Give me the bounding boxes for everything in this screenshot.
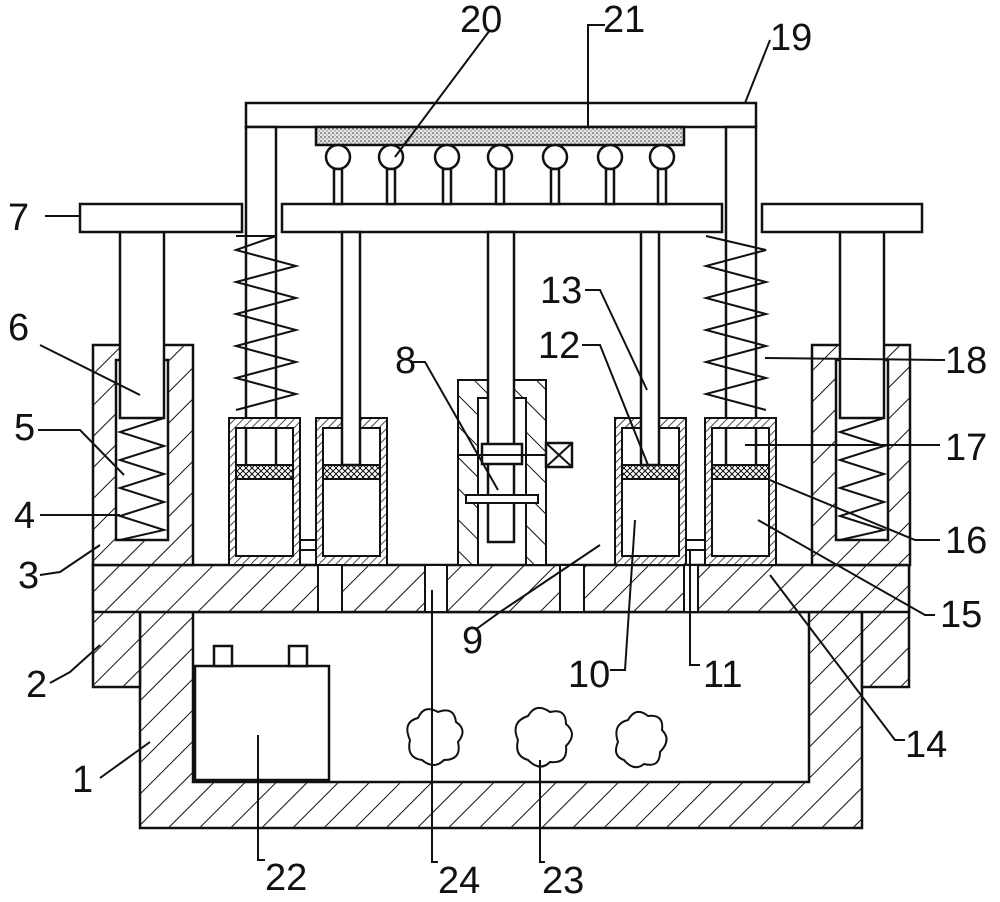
label-1: 1 [72,759,93,801]
label-5: 5 [14,407,35,449]
label-19: 19 [770,17,812,59]
label-9: 9 [462,620,483,662]
label-24: 24 [438,860,480,902]
base-plate [91,563,911,614]
label-23: 23 [542,860,584,902]
leader-lines [38,24,945,863]
lower-springs [116,417,888,541]
nozzles [324,143,676,206]
label-3: 3 [18,555,39,597]
label-21: 21 [603,0,645,41]
label-11: 11 [703,654,742,696]
battery [193,644,331,782]
label-2: 2 [26,664,47,706]
heater-strip [314,125,686,147]
label-22: 22 [265,857,307,899]
label-15: 15 [940,594,982,636]
plate-channels [317,564,699,613]
label-10: 10 [568,654,610,696]
upper-springs [232,235,770,411]
label-18: 18 [945,340,987,382]
label-7: 7 [8,197,29,239]
label-16: 16 [945,520,987,562]
label-8: 8 [395,340,416,382]
label-13: 13 [540,270,582,312]
cylinders [228,230,777,566]
label-17: 17 [945,427,987,469]
particles [406,706,668,769]
label-12: 12 [538,325,580,367]
label-20: 20 [460,0,502,41]
top-plate [78,202,924,234]
label-4: 4 [14,495,35,537]
support-posts [118,230,886,420]
part-labels: 20 21 19 7 6 5 4 3 2 1 8 13 12 18 17 16 … [8,0,987,902]
label-14: 14 [905,724,947,766]
central-actuator [457,230,574,566]
frame [244,101,758,469]
label-6: 6 [8,307,29,349]
